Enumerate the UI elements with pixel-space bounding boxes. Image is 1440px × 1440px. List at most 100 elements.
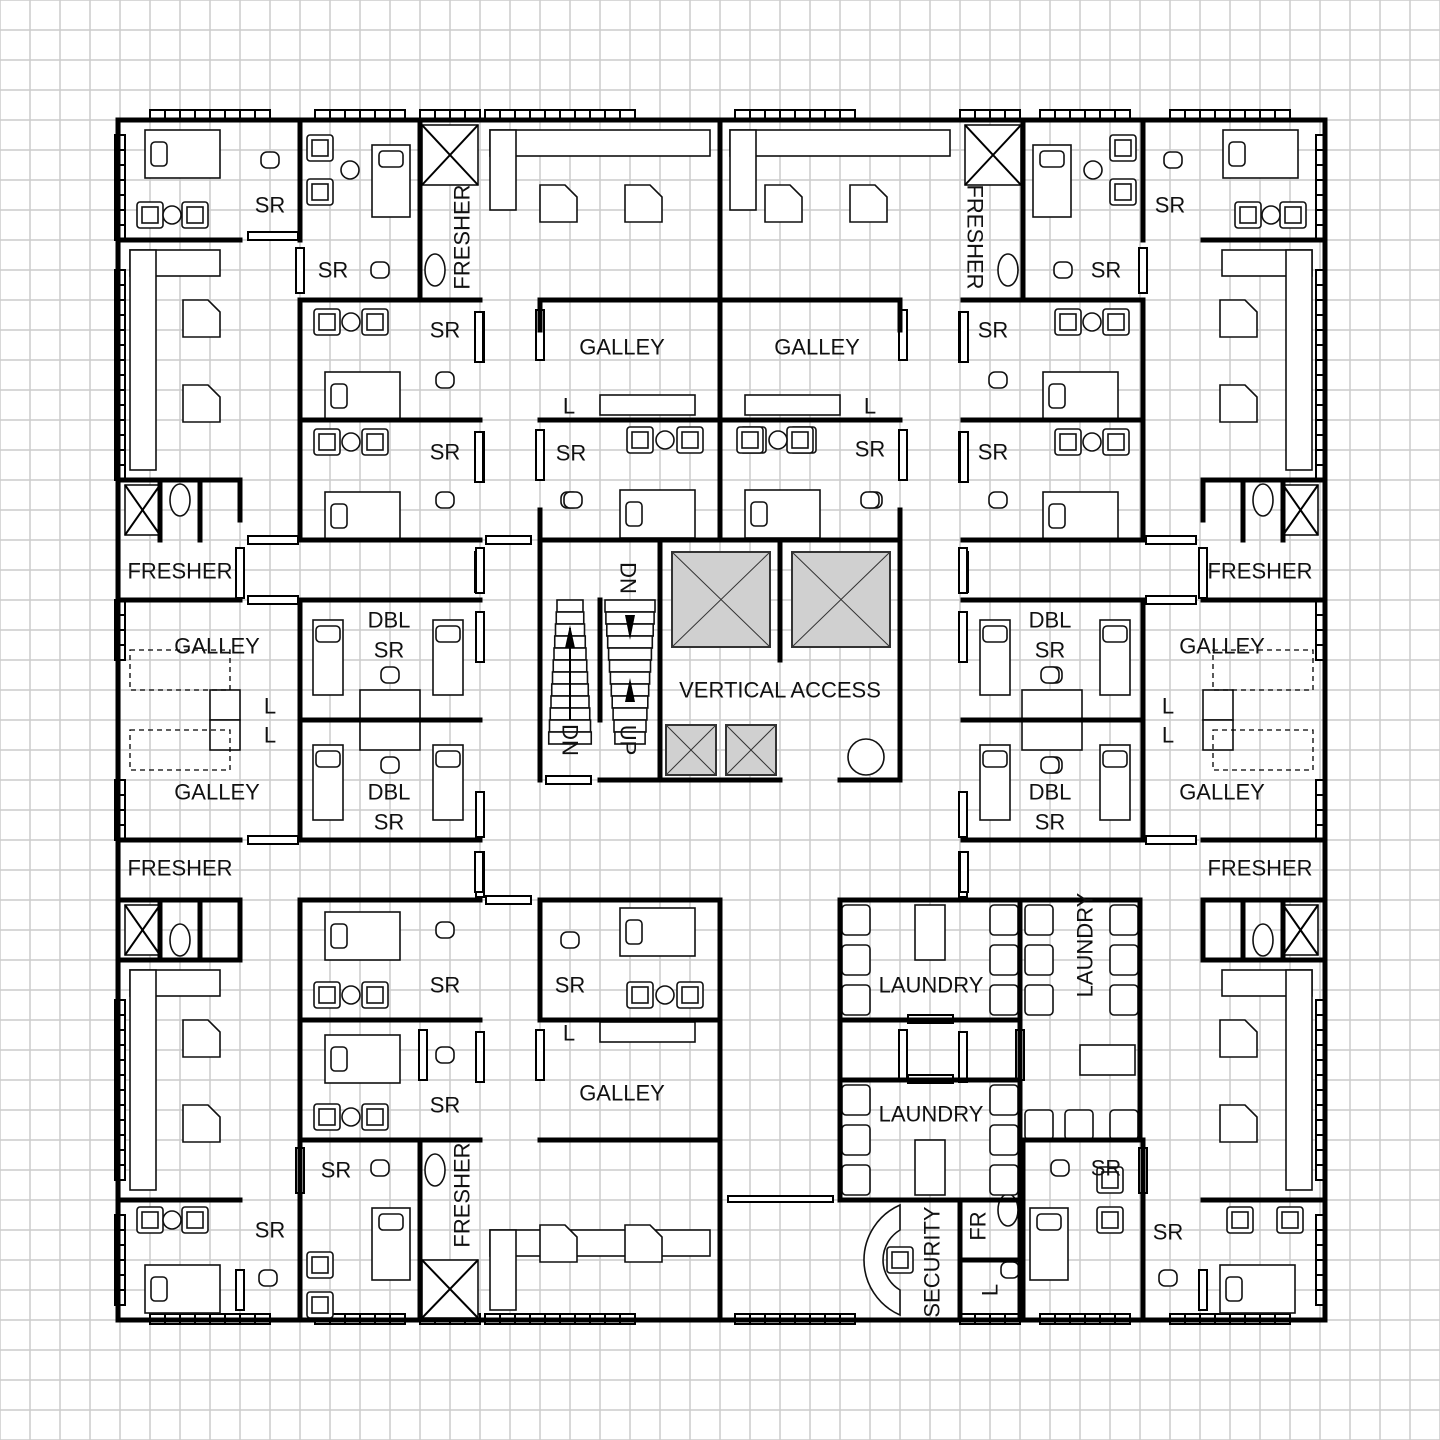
room-label: SR [430, 1093, 461, 1118]
stair-step [612, 707, 648, 721]
pillow [315, 750, 341, 768]
room-label: DBL [368, 608, 411, 633]
stool [988, 491, 1008, 509]
counter [599, 1021, 696, 1043]
stair-arrowhead [565, 625, 575, 648]
door [295, 247, 305, 294]
side-table [655, 430, 675, 450]
armchair-seat [186, 1211, 204, 1229]
room-label: FRESHER [450, 184, 475, 289]
washing-machine [1024, 984, 1054, 1016]
door [959, 431, 969, 483]
toilet [424, 253, 446, 287]
armchair-seat [318, 986, 336, 1004]
door [535, 429, 545, 481]
washing-machine [989, 944, 1019, 976]
armchair-seat [791, 431, 809, 449]
washing-machine [1024, 944, 1054, 976]
room-label: GALLEY [579, 1081, 665, 1106]
side-table [655, 985, 675, 1005]
room-label: L [264, 723, 276, 748]
room-label: SR [1155, 193, 1186, 218]
toilet [169, 483, 191, 517]
room-label: FRESHER [1207, 856, 1312, 881]
room-label: GALLEY [174, 634, 260, 659]
side-table [1261, 205, 1281, 225]
counter [1202, 719, 1234, 751]
stool [1040, 756, 1060, 774]
room-label: SR [255, 193, 286, 218]
door [474, 431, 484, 483]
stair-step [556, 599, 584, 613]
room-label: SR [318, 258, 349, 283]
room-label: SECURITY [920, 1206, 945, 1318]
pillow [1225, 1276, 1243, 1302]
armchair-lounge [539, 1224, 578, 1263]
door [235, 1269, 245, 1311]
door [1145, 595, 1197, 605]
room-label: SR [430, 318, 461, 343]
room-label: SR [430, 440, 461, 465]
room-label: SR [978, 440, 1009, 465]
room-label: SR [255, 1218, 286, 1243]
room-label: L [864, 394, 876, 419]
security-desk [863, 1203, 901, 1317]
door [545, 775, 592, 785]
pillow [378, 150, 404, 168]
door [485, 535, 532, 545]
armchair-seat [141, 206, 159, 224]
armchair-seat [318, 1108, 336, 1126]
door [959, 311, 969, 363]
stool [435, 1046, 455, 1064]
counter-outline [1212, 729, 1314, 771]
counter-outline [129, 729, 231, 771]
room-label: SR [1091, 258, 1122, 283]
room-label: GALLEY [774, 335, 860, 360]
armchair-seat [366, 1108, 384, 1126]
room-label: SR [855, 437, 886, 462]
room-label: GALLEY [579, 335, 665, 360]
counter [1202, 689, 1234, 721]
counter-outline [1212, 649, 1314, 691]
toilet [1252, 483, 1274, 517]
stool [258, 1269, 278, 1287]
pillow [1036, 1213, 1062, 1231]
pillow [435, 625, 461, 643]
stair-label: UP [616, 725, 641, 756]
room-label: FRESHER [450, 1142, 475, 1247]
armchair-seat [1231, 1211, 1249, 1229]
side-table [341, 432, 361, 452]
armchair-seat [741, 431, 759, 449]
door [247, 595, 299, 605]
room-label: GALLEY [1179, 780, 1265, 805]
washing-machine [989, 984, 1019, 1016]
pillow [330, 383, 348, 409]
armchair-seat [318, 313, 336, 331]
door [1138, 247, 1148, 294]
room-label: DBL [1029, 780, 1072, 805]
door [1145, 535, 1197, 545]
room-label: L [264, 694, 276, 719]
pillow [1228, 141, 1246, 167]
pillow [378, 1213, 404, 1231]
shower-drain-line [421, 1259, 479, 1319]
door [958, 1031, 968, 1083]
armchair-seat [366, 986, 384, 1004]
armchair-seat [1239, 206, 1257, 224]
washing-machine [989, 1124, 1019, 1156]
sofa [489, 129, 517, 211]
room-label: FR [966, 1211, 991, 1240]
washing-machine [1109, 984, 1139, 1016]
pillow [1102, 750, 1128, 768]
side-table [162, 1210, 182, 1230]
folding-table [914, 904, 946, 961]
side-table [340, 160, 360, 180]
counter [744, 394, 841, 416]
sofa [729, 129, 951, 157]
armchair-lounge [182, 1019, 221, 1058]
armchair-seat [318, 433, 336, 451]
washing-machine [841, 1164, 871, 1196]
armchair-lounge [764, 184, 803, 223]
pillow [435, 750, 461, 768]
door [1145, 835, 1197, 845]
